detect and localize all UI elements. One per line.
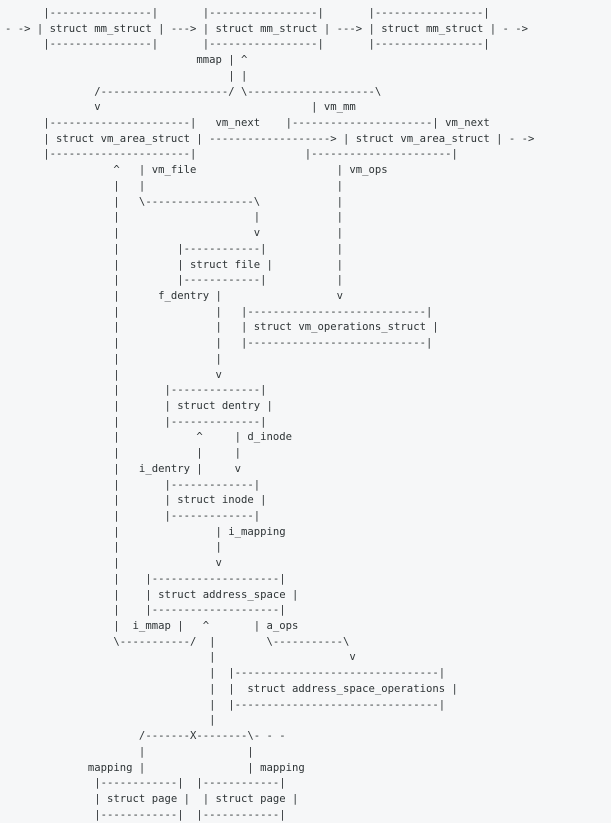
ascii-art-diagram: |----------------| |-----------------| |… <box>5 7 535 821</box>
